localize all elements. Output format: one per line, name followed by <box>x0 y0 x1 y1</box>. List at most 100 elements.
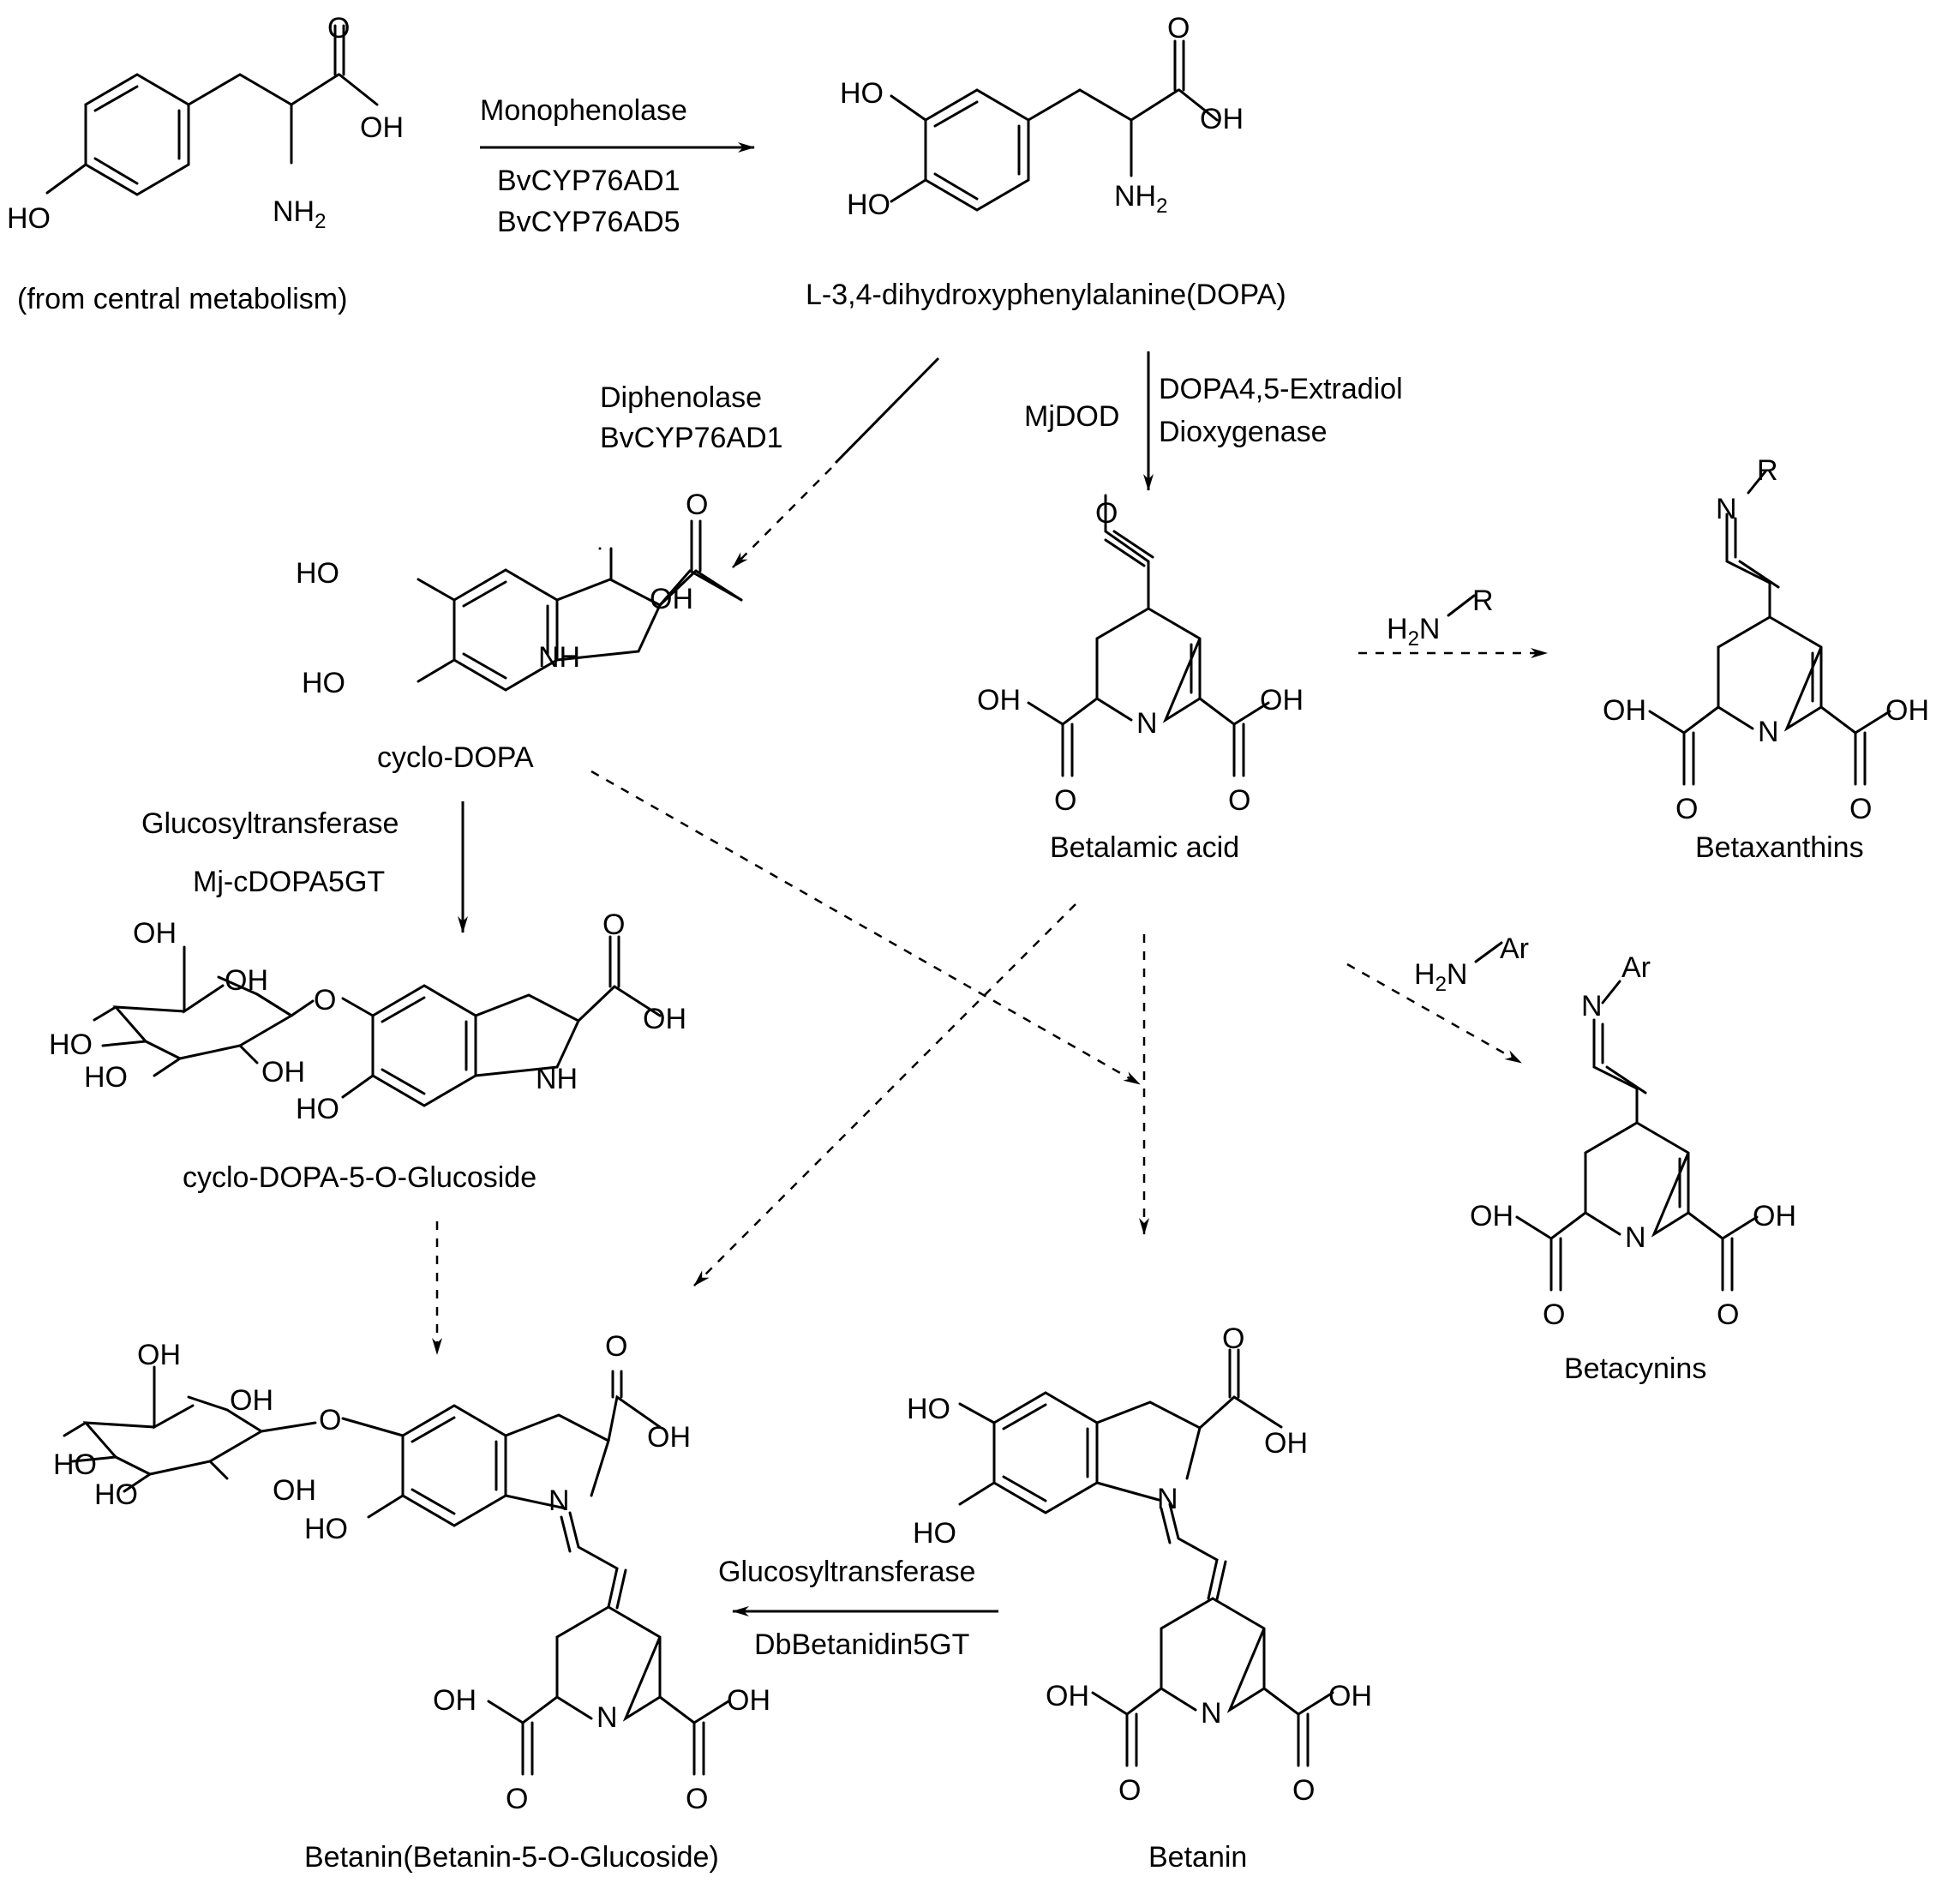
betaxanthin-right-o: O <box>1849 793 1872 825</box>
betanin-gluc-6-oh: HO <box>304 1513 348 1545</box>
tyrosine-amine: NH2 <box>273 195 326 233</box>
betanin-glucoside-structure: OH OH HO HO OH O O OH N HO N OH O OH O <box>53 1330 770 1815</box>
dopa-carbonyl-o: O <box>1167 12 1190 45</box>
betacynin-right-oh: OH <box>1753 1200 1796 1232</box>
betanin-carbonyl-o: O <box>1222 1322 1244 1355</box>
glucoside-carbonyl-o: O <box>602 909 625 941</box>
glucoside-4-oh: OH <box>225 964 268 997</box>
tyrosine-carbonyl-o: O <box>327 12 350 45</box>
betanin-gluc-indoline-n: N <box>548 1484 570 1517</box>
glucoside-6-oh: HO <box>296 1093 339 1125</box>
betaxanthin-left-oh: OH <box>1603 694 1646 727</box>
betanin-gluc-4-oh: OH <box>230 1384 273 1417</box>
dopa-amine: NH2 <box>1114 180 1167 218</box>
diphenolase-gene-label: BvCYP76AD1 <box>600 422 783 454</box>
cyclo-dopa-nh: NH <box>538 641 580 674</box>
betanin-gluc-ch2oh: OH <box>137 1339 181 1371</box>
dod-label-line1: DOPA4,5-Extradiol <box>1159 373 1403 405</box>
betacynin-ar-group: Ar <box>1621 951 1651 984</box>
betalamic-acid-label: Betalamic acid <box>1050 831 1239 864</box>
diphenolase-arrow-dashed <box>732 467 832 568</box>
betanin-gluc-left-oh: OH <box>433 1684 477 1717</box>
betacynins-structure: N Ar N OH O OH O <box>1470 951 1796 1331</box>
betalamic-acid-structure: O N OH O OH O <box>977 494 1304 817</box>
glucoside-ether-o: O <box>314 984 336 1016</box>
betaxanthins-structure: N R N OH O OH O <box>1603 454 1929 825</box>
betanin-glucoside-label: Betanin(Betanin-5-O-Glucoside) <box>304 1841 719 1874</box>
cyclo-dopa-6-oh: HO <box>302 667 345 699</box>
betanin-gluc-left-o: O <box>506 1783 528 1815</box>
dopa-structure: O OH NH2 HO HO <box>840 12 1244 221</box>
glucoside-nh: NH <box>536 1063 578 1095</box>
diphenolase-arrow-solid <box>834 357 940 465</box>
betacynin-left-oh: OH <box>1470 1200 1513 1232</box>
betanin-indoline-n: N <box>1157 1483 1178 1515</box>
betaxanthin-ring-n: N <box>1758 716 1779 748</box>
cyclo-dopa-glucoside-structure: OH OH HO HO OH O O OH NH HO <box>49 909 686 1125</box>
betanin-gluc-right-oh: OH <box>727 1684 770 1717</box>
cyclo-dopa-glucoside-label: cyclo-DOPA-5-O-Glucoside <box>183 1161 536 1194</box>
betalamic-to-betanin-glucoside-arrow <box>693 903 1076 1286</box>
diphenolase-label: Diphenolase <box>600 381 762 414</box>
betacynin-ring-n: N <box>1625 1221 1646 1254</box>
cyclo-dopa-acid-oh: OH <box>650 583 693 615</box>
amine-r-group: R <box>1472 585 1494 617</box>
betacynin-imine-n: N <box>1581 990 1603 1022</box>
betacynins-label: Betacynins <box>1564 1352 1706 1385</box>
glucoside-2-oh: OH <box>261 1056 305 1088</box>
tyrosine-source-label: (from central metabolism) <box>17 283 347 315</box>
amine-ar-group: Ar <box>1500 933 1529 965</box>
betalamic-right-oh: OH <box>1260 684 1304 717</box>
amine-ar-bond <box>1474 941 1503 963</box>
mjdod-label: MjDOD <box>1024 400 1119 433</box>
betaxanthin-left-o: O <box>1675 793 1698 825</box>
dod-label-line2: Dioxygenase <box>1159 416 1328 448</box>
betanin-structure: O OH N HO HO N OH O OH O <box>907 1322 1372 1807</box>
betaxanthins-label: Betaxanthins <box>1695 831 1864 864</box>
betalamic-right-o: O <box>1228 784 1250 817</box>
betanin-5-oh: HO <box>907 1393 950 1425</box>
cyclo-dopa-5-oh: HO <box>296 557 339 590</box>
betaxanthin-r-group: R <box>1757 454 1778 487</box>
bvcyp76ad5-label: BvCYP76AD5 <box>497 206 680 238</box>
betaxanthin-imine-n: N <box>1716 493 1737 525</box>
monophenolase-label: Monophenolase <box>480 94 687 127</box>
cyclo-dopa-carbonyl-o: O <box>686 489 708 521</box>
betanin-acid-oh: OH <box>1264 1427 1308 1460</box>
amine-r-bond <box>1447 594 1476 617</box>
gt2-label: Glucosyltransferase <box>718 1556 975 1588</box>
tyrosine-structure: O OH NH2 HO <box>7 12 404 235</box>
bvcyp76ad1-label: BvCYP76AD1 <box>497 165 680 197</box>
cyclo-dopa-label: cyclo-DOPA <box>377 741 534 774</box>
dopa-4-oh: HO <box>847 189 890 221</box>
betanin-label: Betanin <box>1148 1841 1247 1874</box>
betanin-gluc-right-o: O <box>686 1783 708 1815</box>
gt1-label: Glucosyltransferase <box>141 807 399 840</box>
amine-r-reagent: H2N <box>1387 613 1440 651</box>
betacynin-left-o: O <box>1543 1298 1565 1331</box>
betalamic-aldehyde-o: O <box>1095 497 1118 530</box>
betanin-gluc-ring-n: N <box>596 1701 618 1734</box>
dopa-acid-oh: OH <box>1200 103 1244 135</box>
betaxanthin-right-oh: OH <box>1885 694 1929 727</box>
tyrosine-phenol-oh: HO <box>7 202 51 235</box>
gt1-gene-label: Mj-cDOPA5GT <box>193 866 385 898</box>
cyclo-dopa-structure: O OH NH HO HO <box>296 489 743 699</box>
betalamic-left-oh: OH <box>977 684 1021 717</box>
dopa-3-oh: HO <box>840 77 884 110</box>
betanin-gluc-ether-o: O <box>319 1404 341 1436</box>
betanin-right-o: O <box>1292 1774 1315 1807</box>
glucoside-3-oh-b: HO <box>84 1061 128 1094</box>
glucoside-acid-oh: OH <box>643 1003 686 1035</box>
betanin-gluc-3-oh-a: HO <box>53 1448 97 1481</box>
amine-ar-reagent: H2N <box>1414 958 1467 996</box>
betanin-right-oh: OH <box>1328 1680 1372 1712</box>
betanin-gluc-carbonyl-o: O <box>605 1330 627 1363</box>
cyclo-dopa-to-betanin-arrow <box>590 770 1141 1086</box>
betanin-left-oh: OH <box>1046 1680 1089 1712</box>
betanin-6-oh: HO <box>913 1517 956 1550</box>
glucoside-ch2oh: OH <box>133 917 177 950</box>
betanin-ring-n: N <box>1201 1697 1222 1730</box>
glucoside-3-oh-a: HO <box>49 1028 93 1061</box>
